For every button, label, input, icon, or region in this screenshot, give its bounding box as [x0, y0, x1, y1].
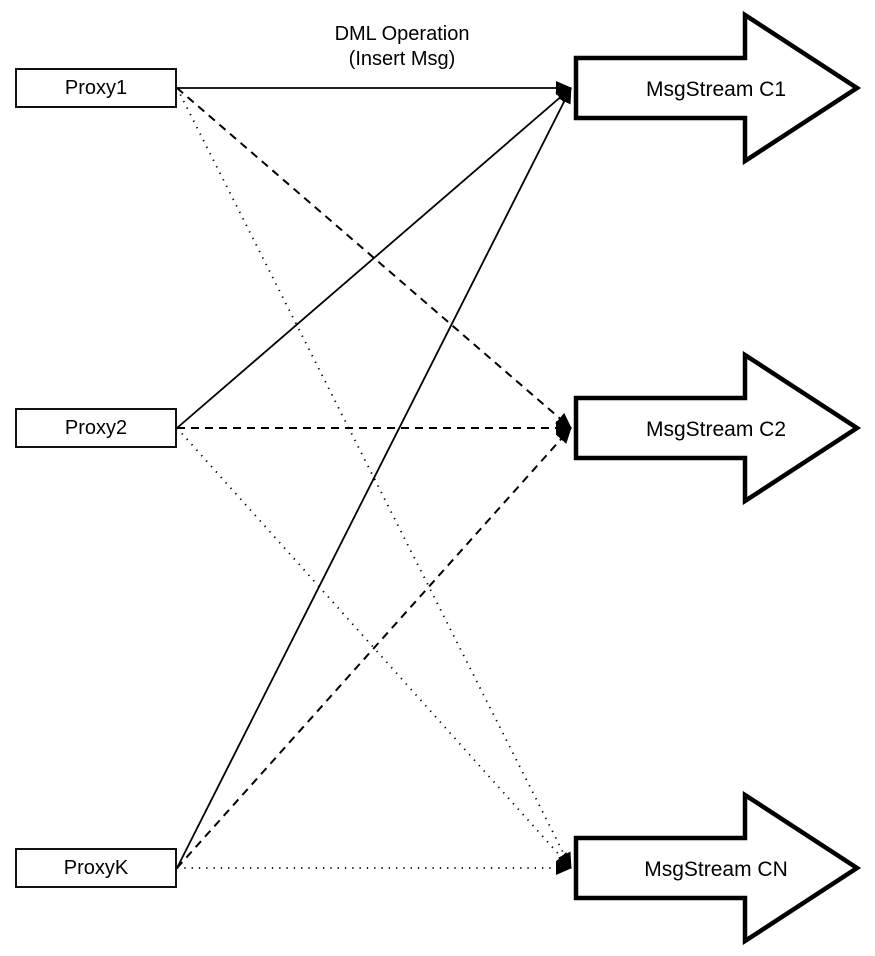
- msgstream-c2-label: MsgStream C2: [646, 418, 786, 441]
- proxy1-label: Proxy1: [64, 76, 128, 99]
- msgstream-c2-arrow: [573, 350, 862, 506]
- dml-operation-label: DML Operation (Insert Msg): [240, 22, 564, 72]
- stream-labels: MsgStream C1 MsgStream C2 MsgStream CN: [644, 78, 788, 881]
- edges-layer: [176, 81, 572, 875]
- msgstream-cn-arrow: [573, 790, 862, 946]
- msgstream-c1-arrow: [573, 10, 862, 166]
- edge-proxyK-c2: [176, 427, 572, 869]
- dml-operation-line1: DML Operation: [334, 23, 470, 45]
- msgstream-cn-label: MsgStream CN: [644, 858, 788, 881]
- edge-proxyK-c1: [176, 87, 572, 869]
- proxy2-label: Proxy2: [64, 416, 128, 439]
- proxyK-label: ProxyK: [63, 856, 129, 879]
- proxy1-node: Proxy1: [15, 68, 177, 108]
- proxy2-node: Proxy2: [15, 408, 177, 448]
- edge-proxy2-c1: [176, 87, 572, 429]
- proxyK-node: ProxyK: [15, 848, 177, 888]
- msgstream-c1-label: MsgStream C1: [646, 78, 786, 101]
- dml-operation-line2: (Insert Msg): [348, 48, 456, 70]
- edge-proxy1-c2: [176, 87, 572, 429]
- stream-arrows: [573, 10, 862, 946]
